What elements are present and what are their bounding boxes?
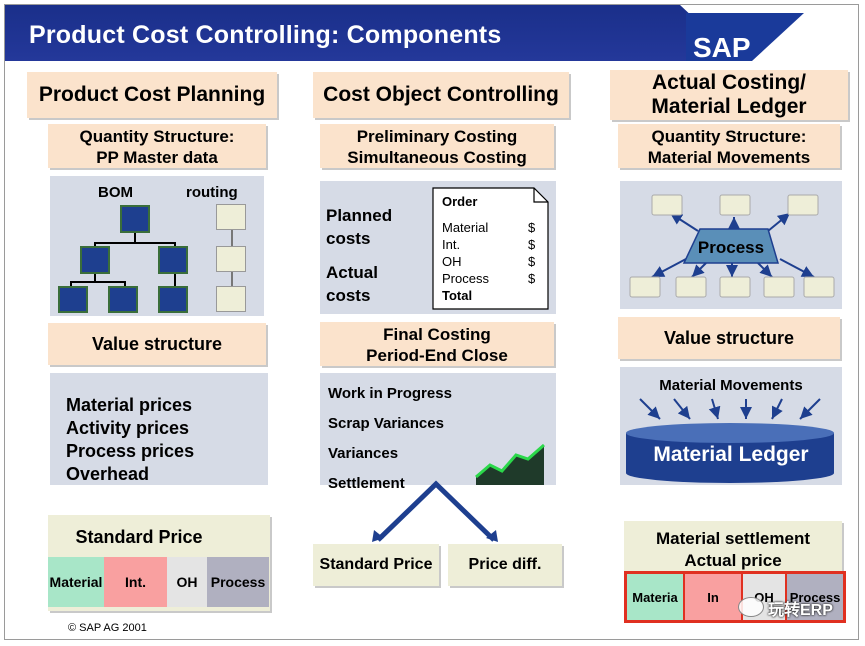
actual-costs-label: costs xyxy=(326,286,371,305)
routing-step-2 xyxy=(216,246,246,272)
order-row-value: $ xyxy=(528,220,536,235)
copyright: © SAP AG 2001 xyxy=(68,622,147,634)
sub-label: Quantity Structure: xyxy=(79,127,235,146)
quantity-structure-mm: Quantity Structure: Material Movements xyxy=(618,124,840,168)
preliminary-simultaneous-costing: Preliminary Costing Simultaneous Costing xyxy=(320,124,554,168)
split-arrows-icon xyxy=(372,480,498,542)
heading-cost-object-controlling: Cost Object Controlling xyxy=(313,72,569,118)
cell-process: Process xyxy=(787,574,843,620)
price-diff-output-label: Price diff. xyxy=(468,556,542,573)
ledger-cylinder-icon xyxy=(626,398,834,483)
heading-label: Product Cost Planning xyxy=(38,83,266,106)
heading-label: Cost Object Controlling xyxy=(323,83,559,106)
sub-label: Quantity Structure: xyxy=(651,127,807,146)
heading-label: Actual Costing/ xyxy=(651,71,806,94)
standard-price-label: Standard Price xyxy=(75,527,203,547)
sap-logo: SAP xyxy=(680,5,858,63)
planned-costs-label: Planned xyxy=(326,206,393,225)
value-structure-2: Value structure xyxy=(618,317,840,359)
heading-label: Material Ledger xyxy=(651,95,807,118)
bom-node-leaf-2 xyxy=(108,286,138,313)
routing-step-3 xyxy=(216,286,246,312)
bom-routing-panel: BOM routing xyxy=(50,176,264,316)
page-title: Product Cost Controlling: Components xyxy=(29,21,502,49)
process-panel: Process xyxy=(620,181,842,309)
cell-process: Process xyxy=(207,557,269,607)
value-structure-label: Value structure xyxy=(91,333,223,354)
order-row-value: $ xyxy=(528,254,536,269)
costs-panel: Planned costs Actual costs Order Materia… xyxy=(320,181,556,314)
period-end-item: Variances xyxy=(328,445,399,462)
sub-label: Material Movements xyxy=(647,148,811,167)
order-row-value: $ xyxy=(528,237,536,252)
bom-node-root xyxy=(120,205,150,233)
cell-oh: OH xyxy=(167,557,207,607)
cell-material: Materia xyxy=(627,574,685,620)
process-diagram xyxy=(629,194,835,298)
sub-label: Final Costing xyxy=(383,325,491,344)
watermark: 玩转ERP xyxy=(768,602,833,619)
value-structure-label: Value structure xyxy=(663,327,795,348)
period-end-panel: Work in Progress Scrap Variances Varianc… xyxy=(320,373,556,492)
slide-frame xyxy=(4,4,859,640)
period-end-item: Settlement xyxy=(328,475,405,492)
price-item: Process prices xyxy=(66,441,195,461)
settlement-label: Actual price xyxy=(684,551,782,570)
price-item: Activity prices xyxy=(66,418,190,438)
sub-label: Period-End Close xyxy=(366,346,508,365)
period-end-item: Work in Progress xyxy=(328,385,452,402)
order-row-label: Material xyxy=(442,220,489,235)
sub-label: Preliminary Costing xyxy=(356,127,518,146)
cell-material: Material xyxy=(48,557,104,607)
order-row-label: Process xyxy=(442,271,489,286)
cell-int: In xyxy=(685,574,743,620)
material-movements-label: Material Movements xyxy=(659,377,803,394)
bom-node-right xyxy=(158,246,188,274)
planned-costs-label: costs xyxy=(326,229,371,248)
order-row-value: $ xyxy=(528,271,536,286)
bom-node-leaf-3 xyxy=(158,286,188,313)
heading-product-cost-planning: Product Cost Planning xyxy=(27,72,277,118)
material-ledger-panel: Material Movements Material Ledger xyxy=(620,367,842,485)
routing-step-1 xyxy=(216,204,246,230)
final-costing-period-end: Final Costing Period-End Close xyxy=(320,322,554,366)
material-ledger-label: Material Ledger xyxy=(653,443,809,466)
standard-price-box: Standard Price Material Int. OH Process xyxy=(48,515,270,611)
actual-costs-label: Actual xyxy=(326,263,378,282)
trend-chart-icon xyxy=(475,443,545,485)
order-row-label: Int. xyxy=(442,237,461,252)
price-item: Material prices xyxy=(66,395,193,415)
sap-logo-text: SAP xyxy=(693,32,751,63)
bom-label: BOM xyxy=(98,184,133,201)
period-end-item: Scrap Variances xyxy=(328,415,444,432)
settlement-label: Material settlement xyxy=(656,529,810,548)
cell-int: Int. xyxy=(104,557,167,607)
quantity-structure-pp: Quantity Structure: PP Master data xyxy=(48,124,266,168)
heading-actual-costing-ml: Actual Costing/ Material Ledger xyxy=(610,70,848,120)
bom-node-left xyxy=(80,246,110,274)
prices-panel: Material prices Activity prices Process … xyxy=(50,373,268,485)
sub-label: PP Master data xyxy=(96,148,218,167)
price-diff-output: Price diff. xyxy=(448,544,562,586)
value-structure-1: Value structure xyxy=(48,323,266,365)
order-document xyxy=(432,187,549,310)
process-label: Process xyxy=(697,238,765,257)
wechat-icon xyxy=(738,597,764,617)
sub-label: Simultaneous Costing xyxy=(347,148,527,167)
standard-price-output-label: Standard Price xyxy=(319,556,433,573)
routing-label: routing xyxy=(186,184,238,201)
order-total: Total xyxy=(442,288,473,303)
price-item: Overhead xyxy=(66,464,150,484)
bom-node-leaf-1 xyxy=(58,286,88,313)
order-title: Order xyxy=(442,194,478,209)
order-row-label: OH xyxy=(442,254,462,269)
standard-price-output: Standard Price xyxy=(313,544,439,586)
